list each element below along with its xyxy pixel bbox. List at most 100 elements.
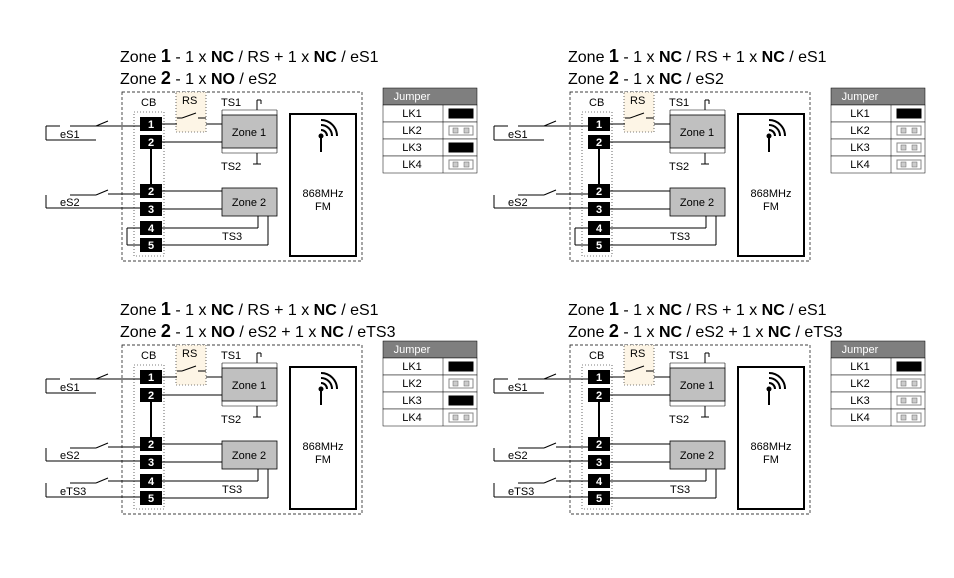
signal-arc (768, 119, 786, 137)
terminal-1 (588, 370, 610, 384)
zone2-box (221, 440, 278, 470)
rs-box (623, 344, 655, 386)
terminal-2 (140, 135, 162, 149)
input-ets3: eTS3 (508, 486, 534, 498)
jumper-pin (900, 414, 907, 421)
ts1-label: TS1 (669, 350, 689, 362)
input-ets3: eTS3 (60, 486, 86, 498)
config-segment: NC (659, 49, 683, 66)
panel-1: Zone 1 - 1 x NC / RS + 1 x NC / eS1Zone … (45, 46, 478, 262)
antenna-icon (318, 372, 338, 405)
terminal-number: 2 (148, 439, 154, 451)
jumper-label: LK1 (402, 361, 422, 373)
cb-label: CB (141, 97, 156, 109)
zone-1-config: Zone 1 - 1 x NC / RS + 1 x NC / eS1 (120, 46, 379, 66)
config-segment: / RS + 1 x (234, 302, 314, 319)
input-es1: eS1 (508, 382, 528, 394)
jumper-pin (911, 414, 918, 421)
zone1-label: Zone 1 (232, 380, 266, 392)
terminal-3 (140, 184, 162, 198)
jumper-pin (900, 380, 907, 387)
cb-label: CB (589, 97, 604, 109)
radio-module (289, 366, 357, 510)
config-segment: NC (314, 302, 338, 319)
zone2-label: Zone 2 (680, 450, 714, 462)
signal-arc (320, 377, 333, 390)
jumper-label: LK4 (402, 412, 422, 424)
ts1-label: TS1 (221, 97, 241, 109)
signal-arc (768, 372, 786, 390)
jumper-pin (900, 144, 907, 151)
panel-4: Zone 1 - 1 x NC / RS + 1 x NC / eS1Zone … (493, 299, 926, 515)
terminal-5 (140, 474, 162, 488)
terminal-number: 5 (596, 493, 602, 505)
frequency-label: 868MHz (303, 441, 344, 453)
wire (543, 373, 557, 380)
config-segment: 1 (609, 46, 619, 66)
input-es2: eS2 (508, 197, 528, 209)
wire (181, 365, 197, 372)
wire (95, 120, 109, 127)
jumper-open-icon (896, 125, 922, 136)
zone-1-config: Zone 1 - 1 x NC / RS + 1 x NC / eS1 (568, 46, 827, 66)
signal-arc (320, 382, 328, 390)
jumper-pin (463, 161, 470, 168)
wire (629, 365, 645, 372)
jumper-open-icon (448, 125, 474, 136)
cb-block (581, 111, 613, 257)
jumper-open-icon (448, 378, 474, 389)
config-segment: - 1 x (619, 71, 659, 88)
terminal-number: 4 (148, 223, 155, 235)
jumper-closed-icon (896, 361, 922, 372)
terminal-number: 2 (596, 186, 602, 198)
terminal-3 (588, 437, 610, 451)
config-segment: NC (659, 302, 683, 319)
terminal-number: 2 (148, 186, 154, 198)
signal-arc (768, 382, 776, 390)
config-segment: 2 (609, 321, 619, 341)
cb-label: CB (589, 350, 604, 362)
ts3-label: TS3 (222, 484, 242, 496)
rs-label: RS (182, 95, 197, 107)
zone-2-config: Zone 2 - 1 x NO / eS2 (120, 68, 277, 88)
terminal-6 (140, 491, 162, 505)
jumper-label: LK2 (850, 378, 870, 390)
config-segment: / RS + 1 x (682, 49, 762, 66)
radio-module (737, 366, 805, 510)
antenna-icon (766, 119, 786, 152)
jumper-label: LK2 (850, 125, 870, 137)
terminal-number: 4 (596, 223, 603, 235)
antenna-tip (766, 386, 772, 392)
terminal-1 (140, 117, 162, 131)
rs-label: RS (630, 95, 645, 107)
config-segment: NO (211, 71, 235, 88)
ts3-label: TS3 (670, 484, 690, 496)
terminal-5 (588, 474, 610, 488)
wire (95, 189, 109, 196)
jumper-pin (900, 127, 907, 134)
jumper-title: Jumper (842, 344, 879, 356)
jumper-closed-icon (448, 108, 474, 119)
zone1-label: Zone 1 (680, 127, 714, 139)
config-segment: 1 (609, 299, 619, 319)
frequency-label: 868MHz (751, 188, 792, 200)
panel-2: Zone 1 - 1 x NC / RS + 1 x NC / eS1Zone … (493, 46, 926, 262)
terminal-2 (588, 388, 610, 402)
zone1-box (221, 367, 278, 402)
terminal-number: 3 (596, 204, 602, 216)
terminal-2 (140, 388, 162, 402)
terminal-number: 3 (148, 457, 154, 469)
zone-2-config: Zone 2 - 1 x NC / eS2 (568, 68, 724, 88)
config-segment: - 1 x (171, 324, 211, 341)
config-segment: NC (211, 302, 235, 319)
jumper-closed-icon (448, 395, 474, 406)
input-es1: eS1 (60, 382, 80, 394)
terminal-4 (588, 455, 610, 469)
terminal-3 (140, 437, 162, 451)
config-segment: / eS1 (785, 302, 827, 319)
input-es2: eS2 (60, 450, 80, 462)
input-es1: eS1 (508, 129, 528, 141)
radio-module (737, 113, 805, 257)
enclosure-dashed (121, 91, 363, 262)
